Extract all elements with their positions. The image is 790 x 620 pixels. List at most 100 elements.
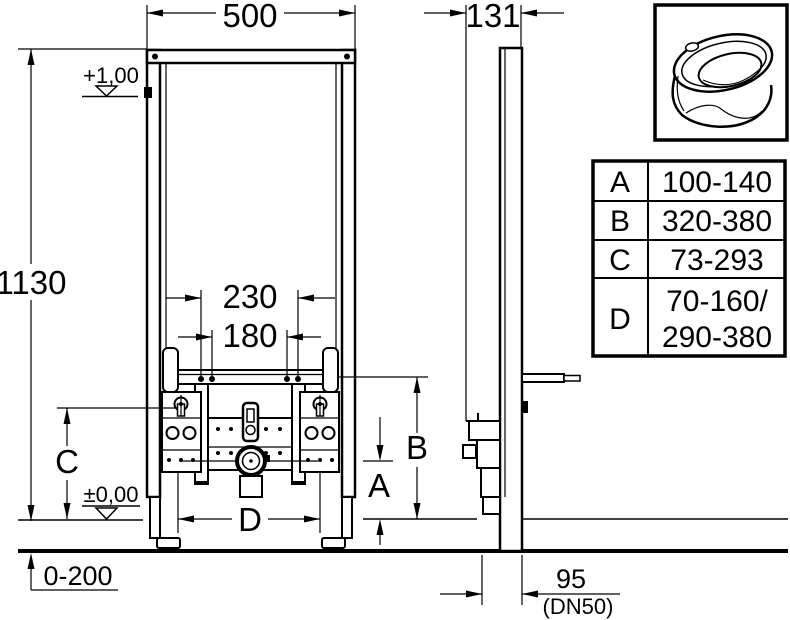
arrowhead-up [63, 408, 71, 424]
mounting-rail [162, 369, 339, 385]
corner-bolt-left [152, 53, 158, 60]
arrowhead-left [287, 333, 303, 341]
dimension-table: A 100-140 B 320-380 C 73-293 D 70-160/ 2… [591, 159, 787, 358]
dim-230-label: 230 [222, 278, 277, 315]
arrowhead-left [522, 590, 538, 598]
bracket-hole [165, 426, 180, 440]
post-notch [144, 87, 152, 98]
plate-bolt-dots [216, 427, 282, 455]
arrowhead-right [450, 9, 466, 17]
drain-outlet [182, 445, 318, 498]
tap-hole [684, 42, 700, 52]
table-key-d: D [609, 303, 631, 336]
dim-95-label: 95 [556, 564, 586, 594]
arrowhead-up [27, 553, 35, 569]
side-bracket [462, 413, 501, 515]
arrowhead-up [27, 49, 35, 65]
bidet-legend [653, 3, 789, 142]
dim-1130-label: 1130 [0, 264, 66, 301]
rail-bolts [198, 376, 301, 382]
bracket-hole [321, 426, 336, 440]
leg-right [341, 496, 353, 539]
foot-plate-left [156, 537, 181, 549]
bracket-hole [182, 426, 197, 440]
height-adjuster [241, 401, 260, 443]
level-floor-label: ±0,00 [84, 482, 139, 507]
water-connection-rod [521, 373, 565, 383]
arrowhead-down [376, 445, 384, 461]
table-value-d-line1: 70-160/ [666, 285, 768, 318]
rail-tab [522, 401, 528, 413]
dimension-180: 180 [178, 317, 321, 376]
arrowhead-left [521, 9, 537, 17]
arrowhead-right [339, 9, 355, 17]
dimension-0-200: 0-200 [27, 553, 118, 591]
dim-d-label: D [238, 501, 262, 538]
frame-post-right [340, 48, 357, 499]
table-row: D 70-160/ 290-380 [609, 285, 772, 354]
leg-left [149, 496, 161, 539]
dimension-a: A [363, 417, 393, 545]
table-row: C 73-293 [609, 244, 764, 277]
dimension-95: 95 (DN50) [440, 555, 620, 619]
dn50-label: (DN50) [543, 594, 614, 619]
level-marker-floor: ±0,00 [82, 482, 140, 521]
rail-end-cap-right [322, 347, 339, 393]
side-rail-column [498, 46, 524, 553]
bracket-left [161, 391, 202, 473]
rail-end-cap-left [162, 347, 179, 393]
dim-c-label: C [55, 443, 79, 480]
dim-131-label: 131 [465, 0, 520, 34]
bracket-right [299, 391, 340, 473]
dimension-1130: 1130 [0, 49, 66, 521]
table-row: B 320-380 [610, 205, 772, 238]
dimension-500: 500 [147, 0, 355, 34]
dimension-d: D [178, 501, 320, 538]
table-value-a: 100-140 [662, 166, 772, 199]
table-key-c: C [609, 244, 631, 277]
bracket-hole [304, 426, 319, 440]
table-key-a: A [610, 166, 630, 199]
arrowhead-right [304, 515, 320, 523]
table-row: A 100-140 [610, 166, 772, 199]
table-value-b: 320-380 [662, 205, 772, 238]
dim-500-label: 500 [222, 0, 277, 34]
arrowhead-left [178, 515, 194, 523]
arrowhead-down [63, 503, 71, 519]
dimension-230: 230 [166, 278, 335, 376]
arrowhead-down [27, 505, 35, 521]
side-view: 131 95 (DN50) [424, 0, 620, 619]
arrowhead-down [413, 503, 421, 519]
floor-buildup-label: 0-200 [43, 561, 112, 591]
level-marker-upper: +1,00 [82, 63, 139, 98]
arrowhead-right [196, 333, 212, 341]
frame-post-left [145, 48, 162, 499]
dim-180-label: 180 [222, 317, 277, 354]
drain-stub [239, 475, 263, 498]
dim-b-label: B [406, 429, 428, 466]
dimension-b: B [338, 376, 428, 519]
dimension-131: 131 [424, 0, 564, 34]
arrowhead-right [466, 590, 482, 598]
arrowhead-left [298, 294, 314, 302]
bidet-icon [671, 33, 774, 128]
corner-bolt-right [344, 53, 350, 60]
dimension-c: C [55, 407, 175, 519]
table-key-b: B [610, 205, 630, 238]
arrowhead-up [376, 519, 384, 535]
dim-a-label: A [368, 467, 390, 504]
table-value-c: 73-293 [670, 244, 763, 277]
side-foot [482, 496, 501, 515]
front-view: 500 1130 +1,00 [0, 0, 428, 549]
level-triangle-icon [94, 85, 119, 98]
arrowhead-up [413, 377, 421, 393]
table-border [591, 159, 787, 358]
rod-tip [563, 374, 581, 382]
floor-lines [18, 518, 788, 553]
level-upper-label: +1,00 [83, 63, 139, 88]
arrowhead-left [147, 9, 163, 17]
level-triangle-icon [94, 507, 119, 521]
arrowhead-right [185, 294, 201, 302]
